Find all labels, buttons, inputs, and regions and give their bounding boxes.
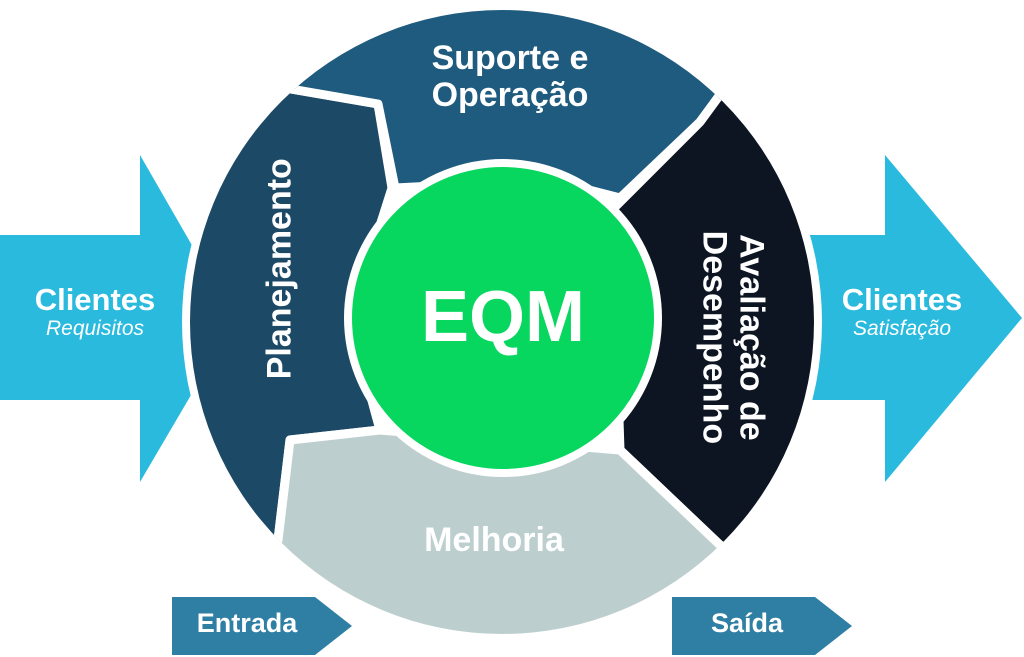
segment-bottom-label: Melhoria [424,521,564,559]
input-label: Clientes Requisitos [15,282,175,341]
input-arrow [0,155,235,482]
segment-right-label: Avaliação de Desempenho [695,187,770,487]
saida-label: Saída [710,608,784,638]
segment-top-line1: Suporte e [431,39,589,77]
input-subtitle: Requisitos [45,317,145,341]
output-arrow [790,155,1022,482]
center-label: EQM [420,277,585,357]
saida-arrow [672,597,852,655]
entrada-arrow [172,597,352,655]
segment-left-label: Planejamento [260,158,299,380]
entrada-label: Entrada [196,608,298,638]
segment-top-line2: Operação [431,76,589,115]
output-title: Clientes [841,282,963,317]
segment-top-label: Suporte e Operação [400,39,620,115]
input-title: Clientes [34,282,156,317]
center-circle [344,159,662,477]
output-label: Clientes Satisfação [822,282,982,341]
output-subtitle: Satisfação [852,317,952,341]
segment-right-line1: Avaliação de [732,234,771,441]
segment-right-line2: Desempenho [695,230,733,445]
